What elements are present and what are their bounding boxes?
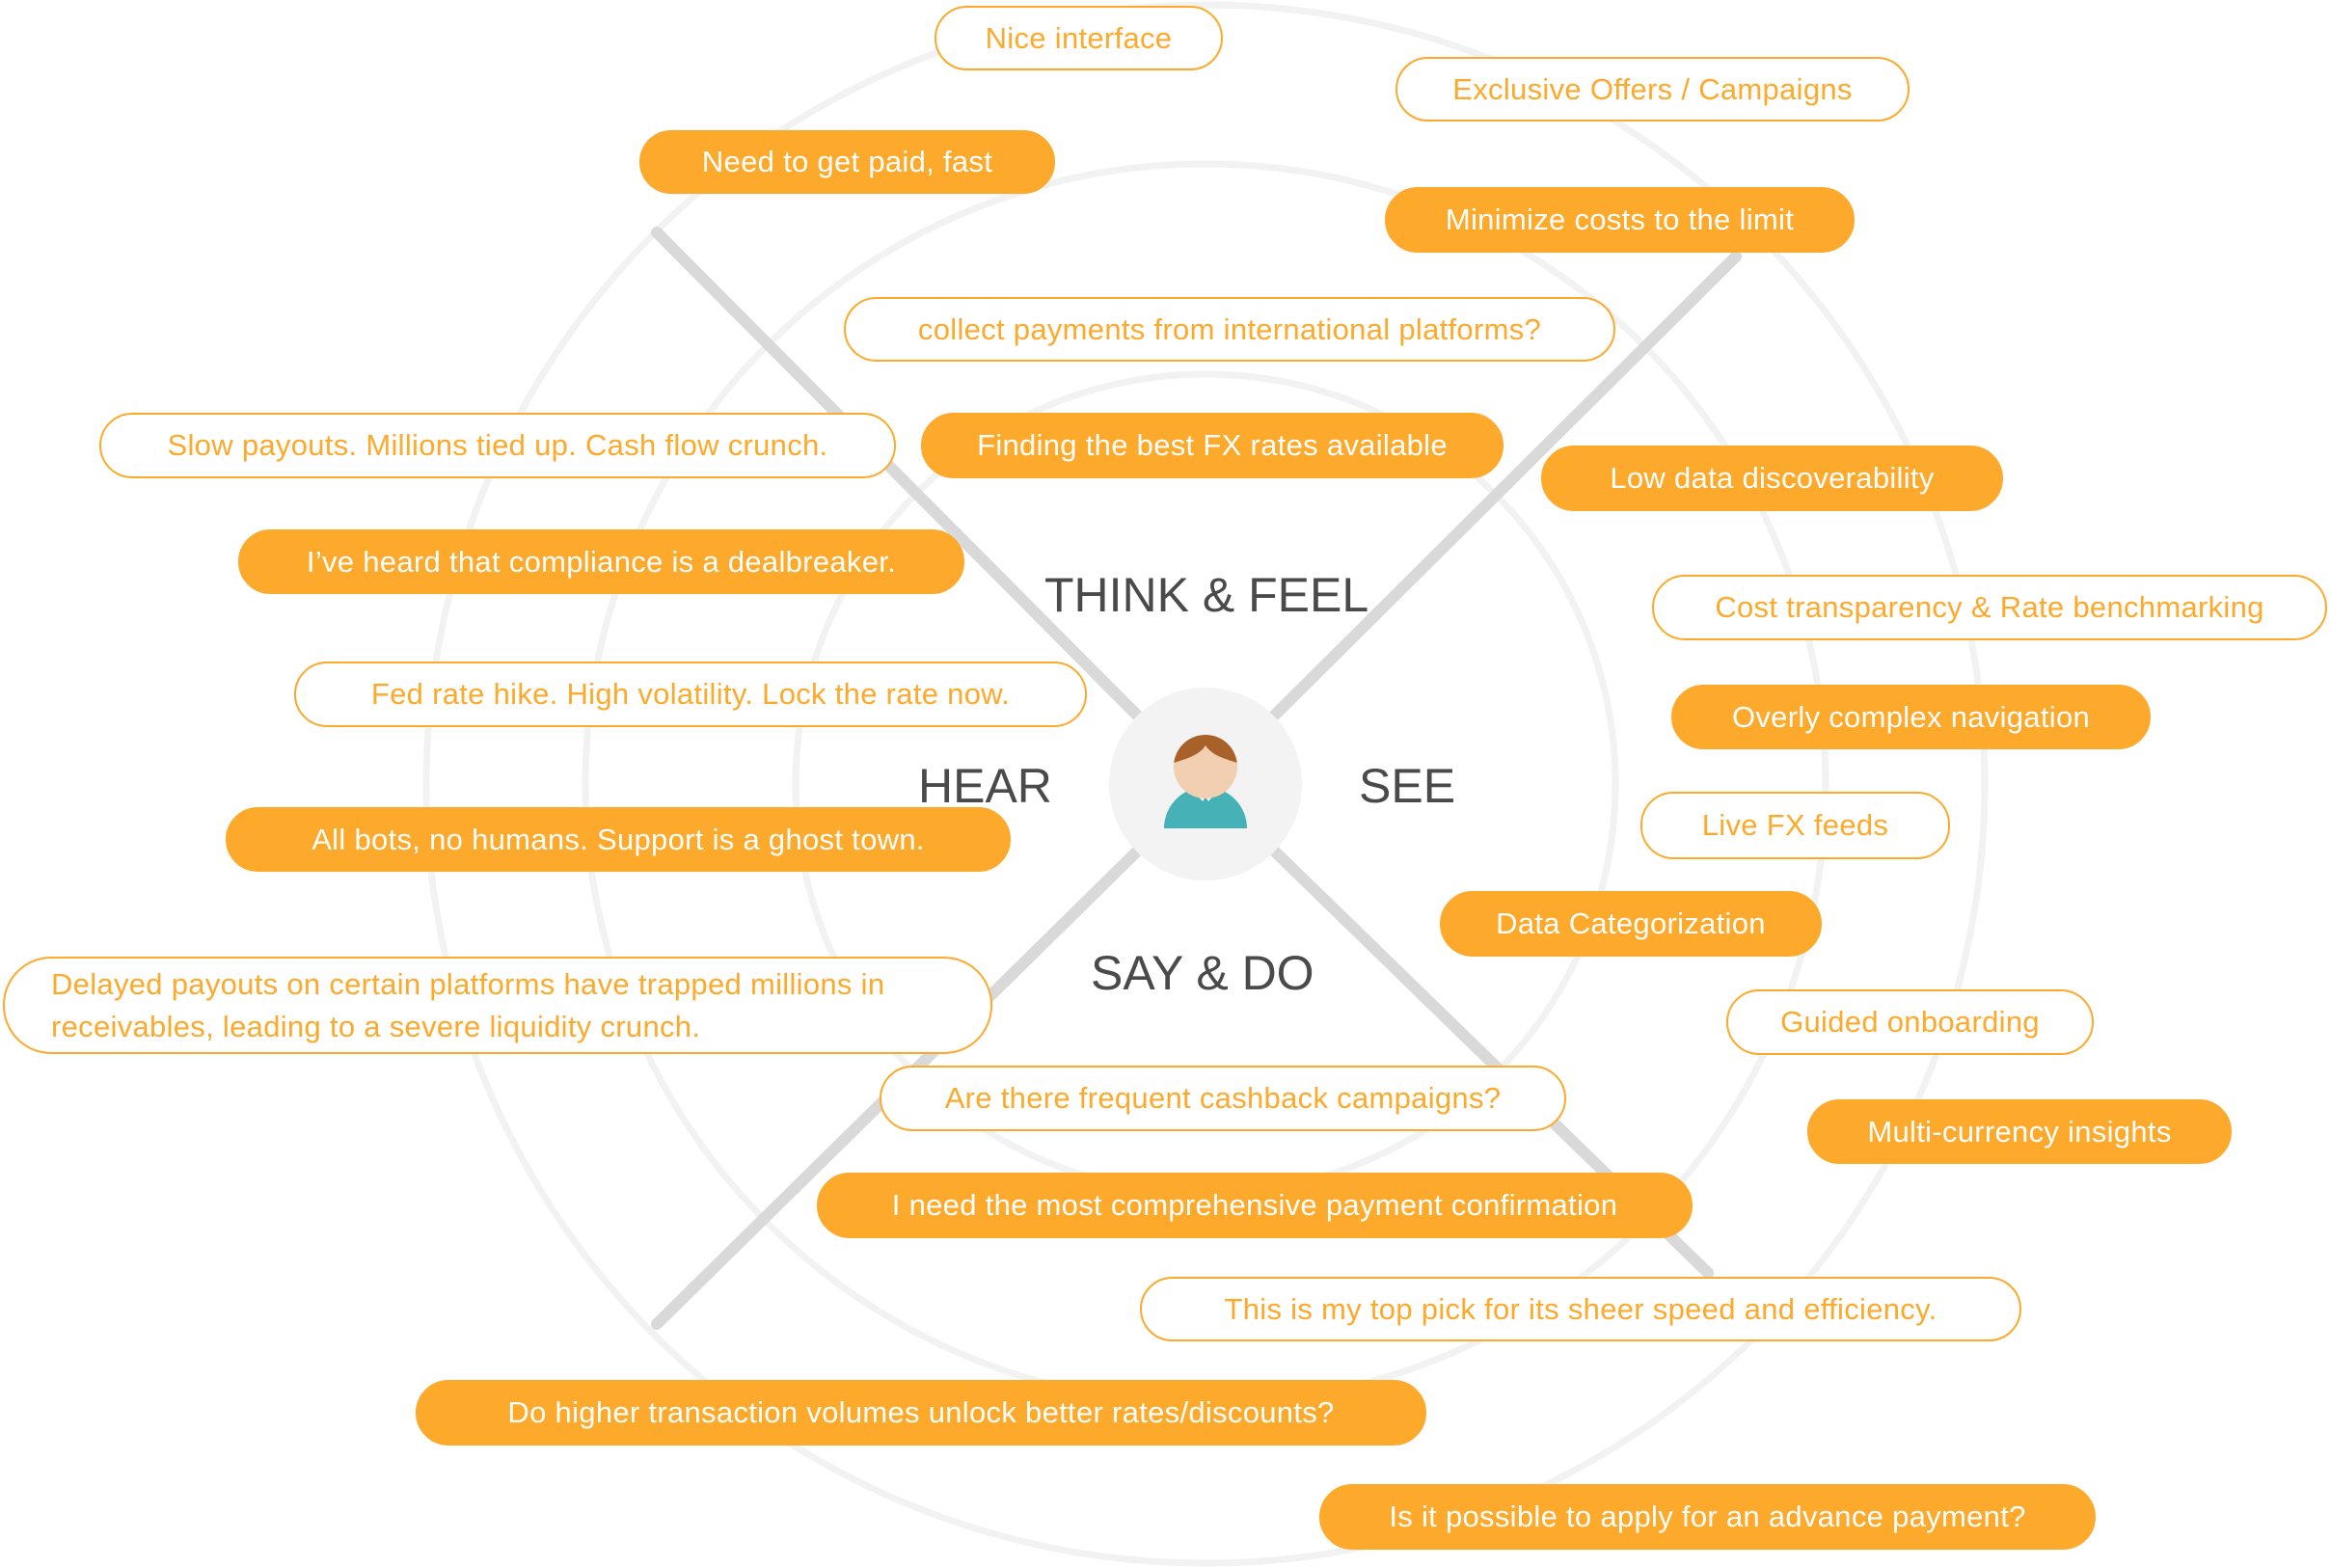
insight-note: Fed rate hike. High volatility. Lock the… [294, 662, 1087, 727]
insight-note: I need the most comprehensive payment co… [817, 1173, 1693, 1238]
quadrant-label-say-do: SAY & DO [1091, 946, 1314, 1000]
quadrant-label-see: SEE [1359, 759, 1456, 813]
insight-note: Slow payouts. Millions tied up. Cash flo… [99, 413, 896, 478]
axis-line-upper-left [651, 227, 1211, 790]
insight-note: Is it possible to apply for an advance p… [1319, 1484, 2096, 1550]
insight-note: Data Categorization [1440, 891, 1822, 957]
insight-note: Overly complex navigation [1671, 685, 2151, 749]
insight-note: Exclusive Offers / Campaigns [1395, 57, 1910, 122]
insight-note: Cost transparency & Rate benchmarking [1652, 575, 2327, 640]
avatar [1109, 688, 1302, 880]
quadrant-label-think-feel: THINK & FEEL [1044, 568, 1369, 622]
quadrant-label-hear: HEAR [918, 759, 1052, 813]
insight-note: Multi-currency insights [1807, 1099, 2232, 1164]
person-avatar-icon [1164, 735, 1247, 828]
insight-note: Nice interface [935, 6, 1223, 70]
insight-note: Low data discoverability [1541, 446, 2003, 511]
insight-note: Delayed payouts on certain platforms hav… [3, 957, 992, 1054]
insight-note: All bots, no humans. Support is a ghost … [226, 807, 1011, 872]
insight-note: Need to get paid, fast [639, 130, 1055, 194]
axis-line-lower-left [651, 778, 1211, 1330]
insight-note: I’ve heard that compliance is a dealbrea… [238, 529, 964, 594]
insight-note: collect payments from international plat… [844, 297, 1615, 362]
axis-line-upper-right [1200, 251, 1742, 790]
insight-note: Finding the best FX rates available [921, 413, 1504, 478]
insight-note: Do higher transaction volumes unlock bet… [416, 1380, 1426, 1446]
insight-note: Live FX feeds [1640, 792, 1950, 859]
insight-note: Are there frequent cashback campaigns? [880, 1066, 1566, 1131]
outer-ring [422, 1, 1989, 1567]
insight-note: This is my top pick for its sheer speed … [1140, 1277, 2021, 1341]
insight-note: Minimize costs to the limit [1385, 187, 1855, 253]
insight-note: Guided onboarding [1726, 989, 2094, 1055]
